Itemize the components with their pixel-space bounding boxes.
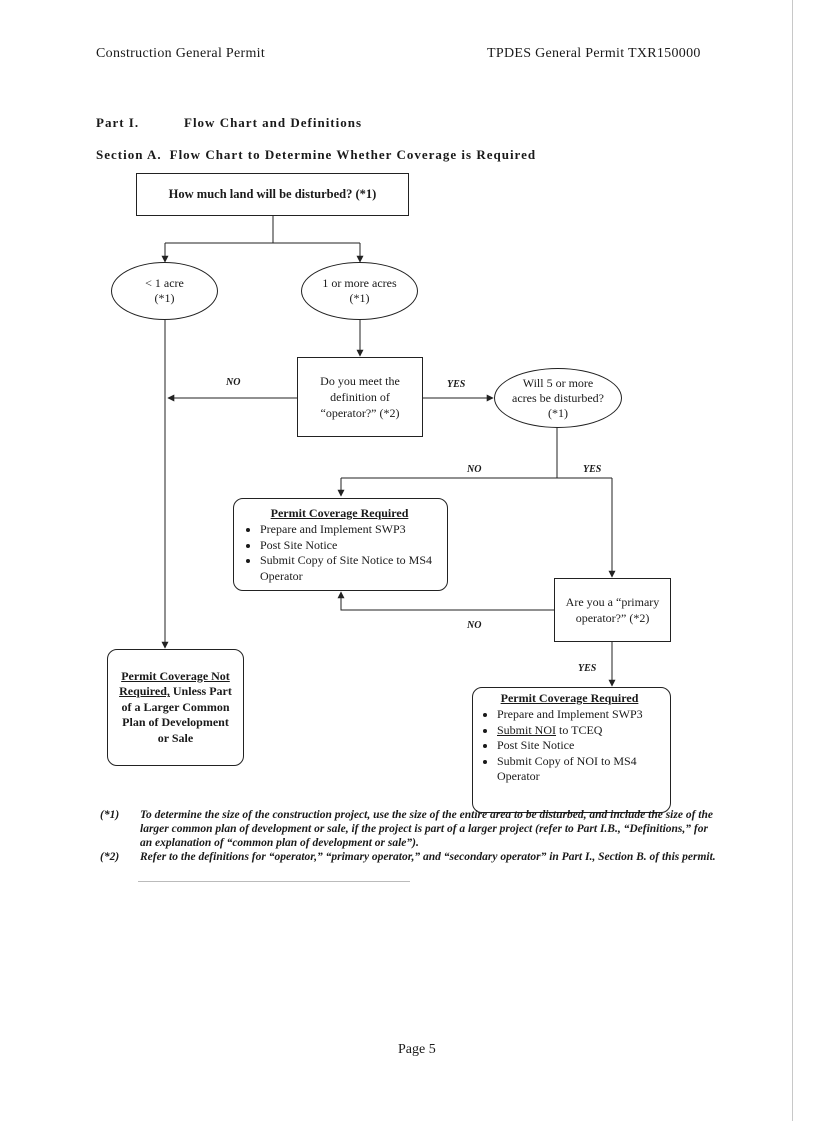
start-question-box: How much land will be disturbed? (*1) (136, 173, 409, 216)
primary-question-line2: operator?” (*2) (575, 611, 650, 625)
coverage-required-box-noi: Permit Coverage Required Prepare and Imp… (472, 687, 671, 813)
coverage-required-noi-title: Permit Coverage Required (500, 691, 639, 705)
not-required-emphasis: Permit Coverage Not Required, (119, 668, 230, 699)
page-number: Page 5 (398, 1042, 436, 1057)
footnote-2-text: Refer to the definitions for “operator,”… (140, 851, 716, 863)
primary-question-line1: Are you a “primary (565, 595, 660, 609)
label-primary-yes: YES (578, 663, 597, 674)
operator-question-line2: definition of (330, 390, 390, 404)
footnote-2: (*2) Refer to the definitions for “opera… (100, 850, 740, 864)
coverage-item-ms4-copy: Submit Copy of Site Notice to MS4 Operat… (260, 553, 441, 584)
not-required-text: Permit Coverage Not Required, Unless Par… (116, 669, 235, 747)
noi-item-submit-noi: Submit NOI to TCEQ (497, 723, 664, 739)
five-acres-line2: acres be disturbed? (512, 390, 604, 405)
footnote-1: (*1) To determine the size of the constr… (100, 808, 740, 850)
coverage-required-list: Prepare and Implement SWP3 Post Site Not… (238, 522, 441, 584)
noi-item-submit-rest: to TCEQ (556, 722, 603, 737)
operator-question-box: Do you meet the definition of “operator?… (297, 357, 423, 437)
section-heading: Section A. Flow Chart to Determine Whethe… (96, 147, 536, 163)
five-acres-line3: (*1) (548, 405, 568, 420)
noi-item-site-notice: Post Site Notice (497, 738, 664, 754)
noi-item-submit-link: Submit NOI (497, 722, 557, 737)
label-five-yes: YES (583, 464, 602, 475)
coverage-required-title: Permit Coverage Required (270, 506, 409, 520)
small-area-oval: < 1 acre (*1) (111, 262, 218, 320)
operator-question-line1: Do you meet the (320, 374, 400, 388)
five-acres-line1: Will 5 or more (522, 375, 594, 390)
label-operator-no: NO (226, 377, 241, 388)
footnote-1-text: To determine the size of the constructio… (140, 809, 713, 849)
not-required-rest: Unless Part of a Larger Common Plan of D… (121, 684, 232, 745)
operator-question-line3: “operator?” (*2) (320, 406, 400, 420)
footnote-2-key: (*2) (100, 851, 120, 863)
start-question-text: How much land will be disturbed? (*1) (168, 187, 377, 201)
connector-five-acres-split (341, 427, 612, 479)
noi-item-swp3: Prepare and Implement SWP3 (497, 707, 664, 723)
arrow-primary-no (337, 591, 554, 611)
small-area-line1: < 1 acre (145, 276, 184, 290)
part-title: Flow Chart and Definitions (184, 115, 363, 130)
page-edge-divider (792, 0, 793, 1121)
label-five-no: NO (467, 464, 482, 475)
coverage-required-box-site-notice: Permit Coverage Required Prepare and Imp… (233, 498, 448, 591)
noi-item-ms4-copy: Submit Copy of NOI to MS4 Operator (497, 754, 664, 785)
section-title: Flow Chart to Determine Whether Coverage… (169, 147, 537, 162)
part-heading: Part I. Flow Chart and Definitions (96, 115, 361, 131)
part-label: Part I. (96, 115, 140, 130)
coverage-item-swp3: Prepare and Implement SWP3 (260, 522, 441, 538)
large-area-line1: 1 or more acres (322, 276, 397, 290)
primary-operator-question-box: Are you a “primary operator?” (*2) (554, 578, 671, 642)
coverage-item-site-notice: Post Site Notice (260, 538, 441, 554)
footnote-divider (138, 881, 410, 882)
large-area-oval: 1 or more acres (*1) (301, 262, 418, 320)
label-primary-no: NO (467, 620, 482, 631)
header-permit-name: Construction General Permit (96, 46, 266, 61)
connector-start-split (165, 216, 360, 244)
five-acres-oval: Will 5 or more acres be disturbed? (*1) (494, 368, 622, 428)
header-permit-number: TPDES General Permit TXR150000 (487, 46, 701, 61)
footnotes: (*1) To determine the size of the constr… (100, 808, 740, 864)
small-area-line2: (*1) (154, 291, 175, 305)
large-area-line2: (*1) (349, 291, 370, 305)
footnote-1-key: (*1) (100, 809, 120, 821)
label-operator-yes: YES (447, 379, 466, 390)
coverage-required-noi-list: Prepare and Implement SWP3 Submit NOI to… (475, 707, 664, 785)
coverage-not-required-box: Permit Coverage Not Required, Unless Par… (107, 649, 244, 766)
section-label: Section A. (96, 147, 162, 162)
